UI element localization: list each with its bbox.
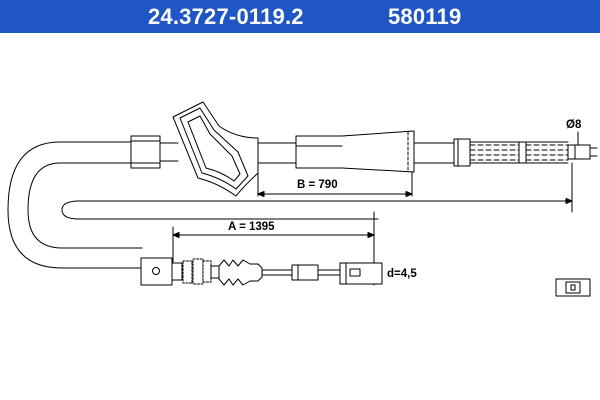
dimension-a: [172, 226, 375, 263]
cross-section-symbol: [555, 278, 591, 297]
wire-ferrule: [291, 264, 319, 281]
grommet: [172, 101, 259, 197]
wire-end: [339, 262, 383, 285]
cable-outer-line: [7, 141, 143, 269]
header-bar: 24.3727-0119.2 580119: [0, 0, 600, 33]
dimension-b: [257, 171, 413, 197]
crimp-rings: [171, 258, 220, 285]
boot: [218, 259, 263, 286]
part-number: 580119: [388, 4, 462, 29]
tapered-housing: [295, 130, 415, 173]
ferrule: [453, 138, 471, 167]
cable-drawing: B = 790 A = 1395 Ø8 d=4,5: [7, 101, 598, 297]
lower-sleeve-hole: [152, 267, 160, 275]
diameter-nipple-label: Ø8: [566, 119, 582, 131]
diameter-end-label: d=4,5: [387, 268, 417, 280]
cable-inner-line: [27, 162, 143, 249]
end-nipple: [567, 144, 591, 160]
dimension-b-label: B = 790: [297, 179, 338, 191]
part-code: 24.3727-0119.2: [148, 4, 304, 29]
lower-sleeve: [140, 257, 173, 286]
dimension-a-label: A = 1395: [228, 221, 275, 233]
